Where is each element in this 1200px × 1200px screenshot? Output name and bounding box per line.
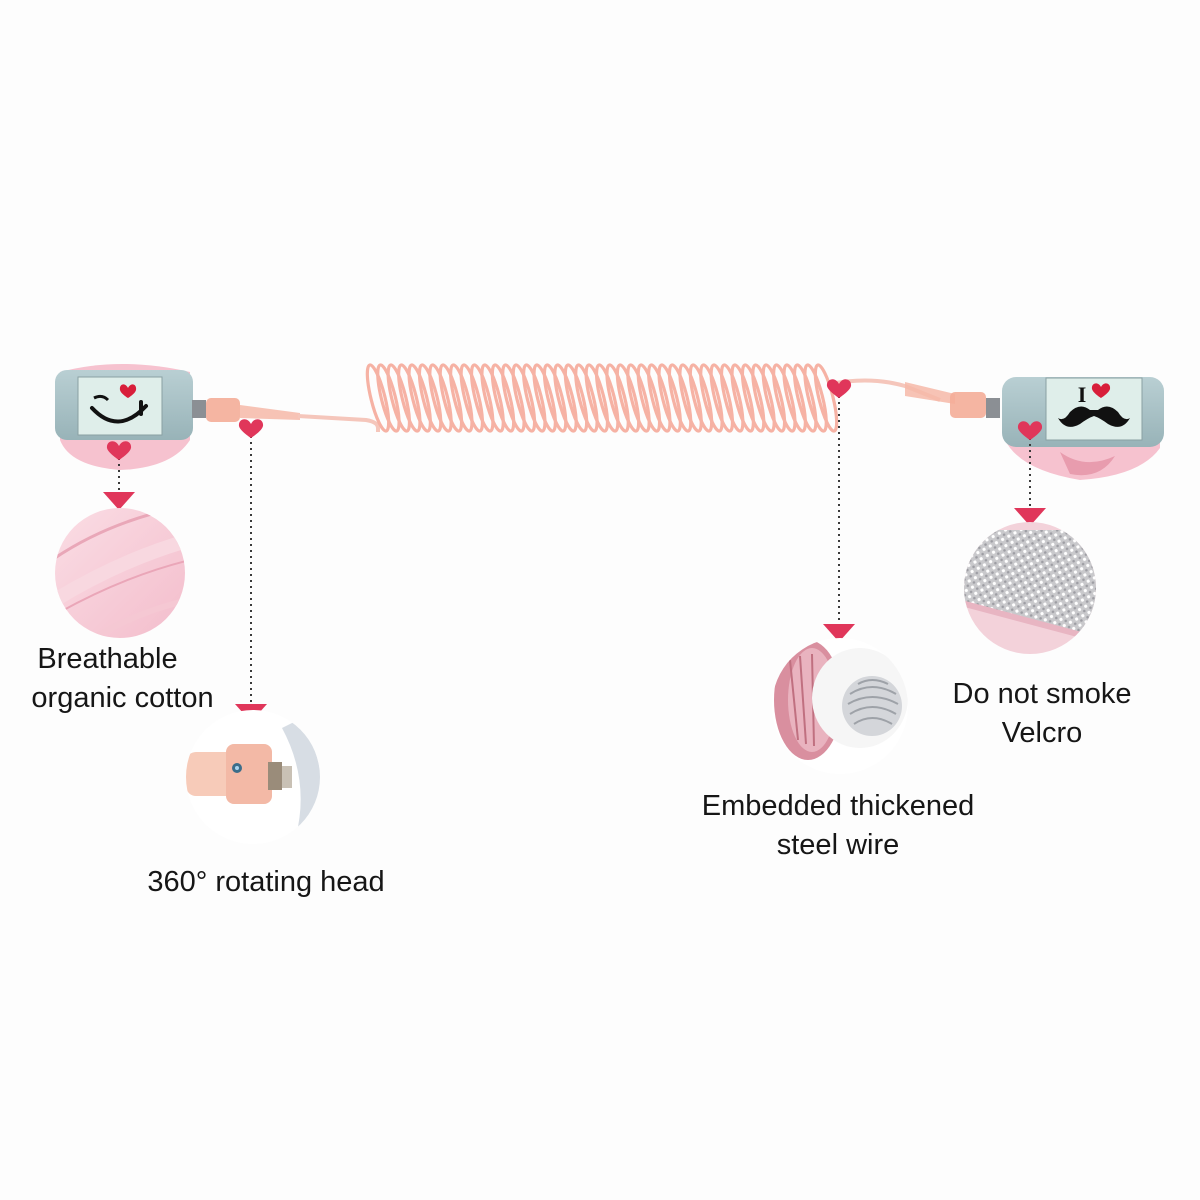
wink-face-icon [90, 394, 148, 424]
feature-label-steel-wire-line2: steel wire [776, 829, 900, 861]
coil-loop [740, 363, 766, 433]
coil-loop [647, 363, 672, 433]
coil-loop [730, 363, 755, 433]
down-triangle-icon [1014, 508, 1046, 526]
coil-loop [813, 363, 839, 433]
coil-loop [594, 363, 620, 433]
heart-icon [119, 384, 137, 398]
coil-loop [459, 363, 485, 433]
feature-label-rotating-head: 360° rotating head [130, 863, 402, 902]
coil-loop [428, 363, 453, 433]
heart-icon [1017, 421, 1043, 440]
left-swivel-head [206, 398, 240, 422]
left-wristband [55, 364, 380, 470]
callout-markers [106, 379, 1043, 460]
coil-loop [688, 363, 714, 433]
feature-label-velcro: Do not smoke Velcro [932, 675, 1152, 753]
feature-label-cotton-line1: Breathable [37, 643, 178, 675]
coil-loop [782, 363, 807, 433]
coil-loop [751, 363, 776, 433]
right-metal-connector [986, 398, 1000, 418]
coil-loop [636, 363, 662, 433]
coil-loop [615, 363, 641, 433]
feature-label-velcro-line2: Velcro [1001, 717, 1083, 749]
coil-loop [574, 363, 599, 433]
coil-loop [542, 363, 568, 433]
cotton-detail-image [55, 508, 185, 638]
coil-loop [772, 363, 797, 433]
heart-icon [106, 441, 132, 460]
left-metal-connector [192, 400, 206, 418]
coil-loop [667, 363, 693, 433]
callout-lines [118, 396, 1031, 702]
coil-loop [417, 363, 443, 433]
steel-wire-detail-image [772, 638, 908, 774]
coil-loop [501, 363, 526, 433]
feature-label-steel-wire-line1: Embedded thickened [701, 790, 975, 822]
coil-loop [792, 363, 818, 433]
right-wristband-letter: I [1078, 382, 1087, 407]
coil-loop [678, 363, 703, 433]
left-wristband-label [77, 376, 163, 436]
coil-loop [449, 363, 474, 433]
coil-loop [376, 363, 401, 433]
right-swivel-head [950, 392, 986, 418]
feature-label-steel-wire: Embedded thickened steel wire [680, 787, 996, 865]
coil-loop [365, 363, 391, 433]
coil-loop [605, 363, 630, 433]
coil-loop [397, 363, 422, 433]
feature-label-cotton-line2: organic cotton [31, 682, 214, 714]
down-triangle-icon [823, 624, 855, 642]
coil-loop [480, 363, 505, 433]
down-triangle-icon [103, 492, 135, 510]
feature-label-velcro-line1: Do not smoke [952, 678, 1132, 710]
feature-label-cotton: Breathable organic cotton [0, 640, 245, 718]
coil-loop [490, 363, 516, 433]
coil-loop [584, 363, 610, 433]
coil-loop [657, 363, 682, 433]
coil-loop [522, 363, 547, 433]
coil-loop [438, 363, 464, 433]
coil-loop [803, 363, 828, 433]
mustache-icon [1058, 406, 1130, 427]
coil-loop [407, 363, 432, 433]
right-wristband: I [829, 377, 1164, 480]
coil-loop [469, 363, 495, 433]
heart-icon [1091, 383, 1111, 398]
coil-loop [709, 363, 735, 433]
rotating-head-detail-image [186, 710, 320, 844]
feature-label-rotating-head-text: 360° rotating head [147, 866, 385, 898]
coil-loop [719, 363, 745, 433]
coil-loop [626, 363, 651, 433]
coil-loop [553, 363, 578, 433]
heart-icon [238, 419, 264, 438]
coil-loop [761, 363, 787, 433]
coil-loop [511, 363, 537, 433]
coiled-cable [365, 363, 839, 433]
velcro-detail-image [964, 522, 1096, 654]
coil-loop [386, 363, 412, 433]
coil-loop [532, 363, 557, 433]
heart-icon [826, 379, 852, 398]
coil-loop [699, 363, 724, 433]
coil-loop [563, 363, 589, 433]
